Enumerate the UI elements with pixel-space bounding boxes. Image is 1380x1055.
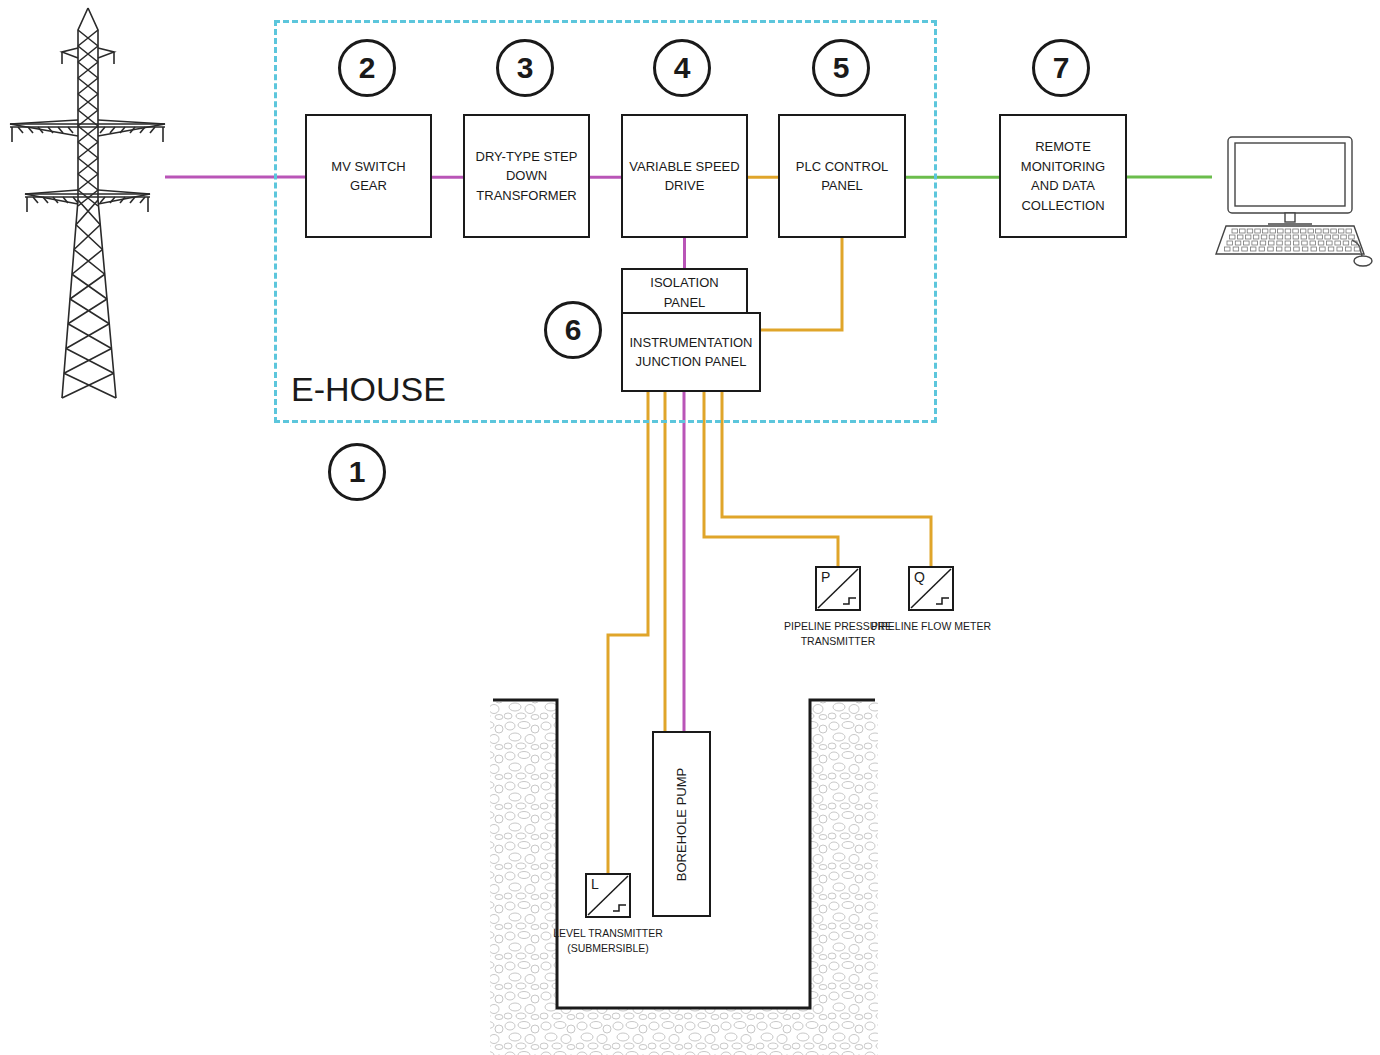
plc-box: PLC CONTROL PANEL xyxy=(778,114,906,238)
pump-box: BOREHOLE PUMP xyxy=(652,731,711,917)
pylon xyxy=(10,8,165,398)
callout-number: 5 xyxy=(833,53,850,83)
signal-cable xyxy=(722,392,931,566)
signal-cable xyxy=(608,392,648,873)
box-label: ISOLATION PANEL xyxy=(629,273,740,312)
callout-number: 7 xyxy=(1053,53,1070,83)
callout-number: 4 xyxy=(674,53,691,83)
power-cable xyxy=(590,176,621,179)
box-label: PLC CONTROL PANEL xyxy=(786,157,898,196)
isolation-box: ISOLATION PANEL xyxy=(621,268,748,317)
borehole-outline xyxy=(493,700,875,1008)
callout-circle: 7 xyxy=(1032,39,1090,97)
box-label: DRY-TYPE STEP DOWN TRANSFORMER xyxy=(471,147,582,206)
flow-meter: QPIPELINE FLOW METER xyxy=(908,566,954,611)
callout-number: 6 xyxy=(565,315,582,345)
monitoring-box: REMOTE MONITORING AND DATA COLLECTION xyxy=(999,114,1127,238)
instrument-label: PIPELINE FLOW METER xyxy=(866,619,996,634)
box-label: INSTRUMENTATION JUNCTION PANEL xyxy=(629,333,753,372)
box-label: VARIABLE SPEED DRIVE xyxy=(629,157,740,196)
power-cable xyxy=(683,392,686,731)
drive-box: VARIABLE SPEED DRIVE xyxy=(621,114,748,238)
symbol-letter: P xyxy=(821,569,833,585)
callout-circle: 5 xyxy=(812,39,870,97)
callout-circle: 2 xyxy=(338,39,396,97)
instrument-label: LEVEL TRANSMITTER (SUBMERSIBLE) xyxy=(543,926,673,956)
signal-cable xyxy=(761,238,842,330)
symbol-letter: L xyxy=(591,876,603,892)
network-cable xyxy=(906,176,999,179)
ground-texture xyxy=(490,702,878,1055)
enclosure-title: E-HOUSE xyxy=(291,372,446,406)
junction-box: INSTRUMENTATION JUNCTION PANEL xyxy=(621,312,761,392)
callout-number: 1 xyxy=(349,457,366,487)
box-label: MV SWITCH GEAR xyxy=(313,157,424,196)
signal-cable xyxy=(704,392,838,566)
callout-circle: 3 xyxy=(496,39,554,97)
callout-circle: 6 xyxy=(544,301,602,359)
callout-number: 2 xyxy=(359,53,376,83)
callout-number: 3 xyxy=(517,53,534,83)
symbol-letter: Q xyxy=(914,569,926,585)
supply-line xyxy=(165,176,305,179)
power-cable xyxy=(683,238,686,268)
signal-cable xyxy=(664,392,667,731)
level-transmitter: LLEVEL TRANSMITTER (SUBMERSIBLE) xyxy=(585,873,631,918)
box-label: BOREHOLE PUMP xyxy=(674,767,689,880)
box-label: REMOTE MONITORING AND DATA COLLECTION xyxy=(1007,137,1119,215)
callout-circle: 4 xyxy=(653,39,711,97)
signal-cable xyxy=(748,176,778,179)
pressure-transmitter: PPIPELINE PRESSURE TRANSMITTER xyxy=(815,566,861,611)
transformer-box: DRY-TYPE STEP DOWN TRANSFORMER xyxy=(463,114,590,238)
computer xyxy=(1216,137,1372,266)
network-line xyxy=(1127,176,1212,179)
switchgear-box: MV SWITCH GEAR xyxy=(305,114,432,238)
power-cable xyxy=(432,176,463,179)
callout-circle: 1 xyxy=(328,443,386,501)
keyboard-keys xyxy=(1225,229,1360,251)
